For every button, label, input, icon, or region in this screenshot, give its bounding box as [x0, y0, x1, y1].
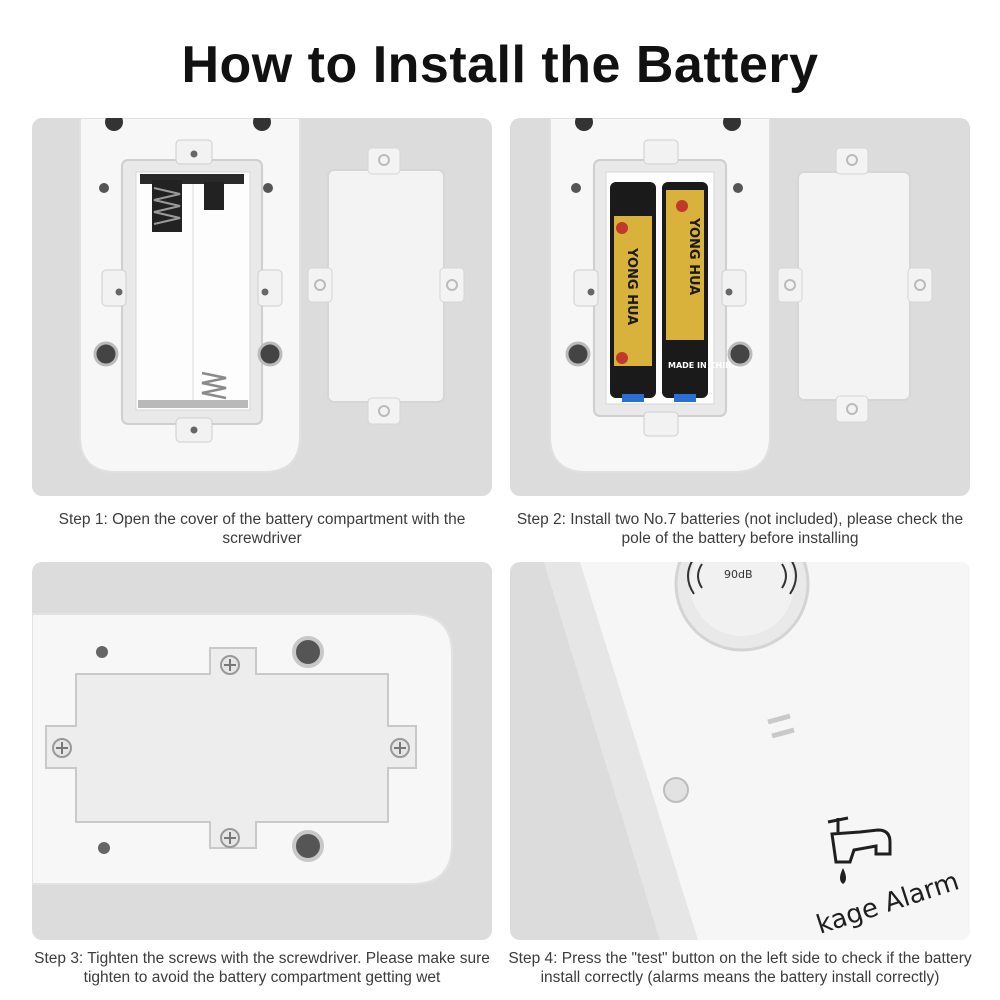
battery-label-left: YONG HUA: [624, 247, 639, 325]
water-drop-icon: [840, 868, 846, 884]
speaker-label: 90dB: [724, 568, 753, 581]
screw-icon: [52, 636, 410, 862]
battery-left: YONG HUA: [610, 182, 656, 402]
page-title: How to Install the Battery: [181, 36, 819, 94]
step3-caption: Step 3: Tighten the screws with the scre…: [34, 950, 490, 986]
battery-right: YONG HUA MADE IN CHINA: [662, 182, 739, 402]
battery-made-in-label: MADE IN CHINA: [668, 361, 739, 370]
step4-image: 90dB kage Alarm: [510, 562, 970, 940]
step3-image: [32, 562, 492, 940]
speaker-waves-icon: [687, 562, 797, 595]
step2-image: YONG HUA YONG HUA MADE IN CHINA: [510, 118, 970, 496]
speaker-button: 90dB: [674, 562, 810, 652]
battery-label-right: YONG HUA: [686, 217, 701, 295]
step2-caption: Step 2: Install two No.7 batteries (not …: [516, 511, 964, 547]
screw-icon: [565, 183, 753, 367]
step4-caption: Step 4: Press the "test" button on the l…: [508, 950, 972, 986]
screw-icon: [93, 150, 283, 434]
step1-image: [32, 118, 492, 496]
test-button[interactable]: [663, 777, 689, 803]
faucet-icon: [827, 816, 892, 864]
step1-caption: Step 1: Open the cover of the battery co…: [58, 511, 466, 547]
